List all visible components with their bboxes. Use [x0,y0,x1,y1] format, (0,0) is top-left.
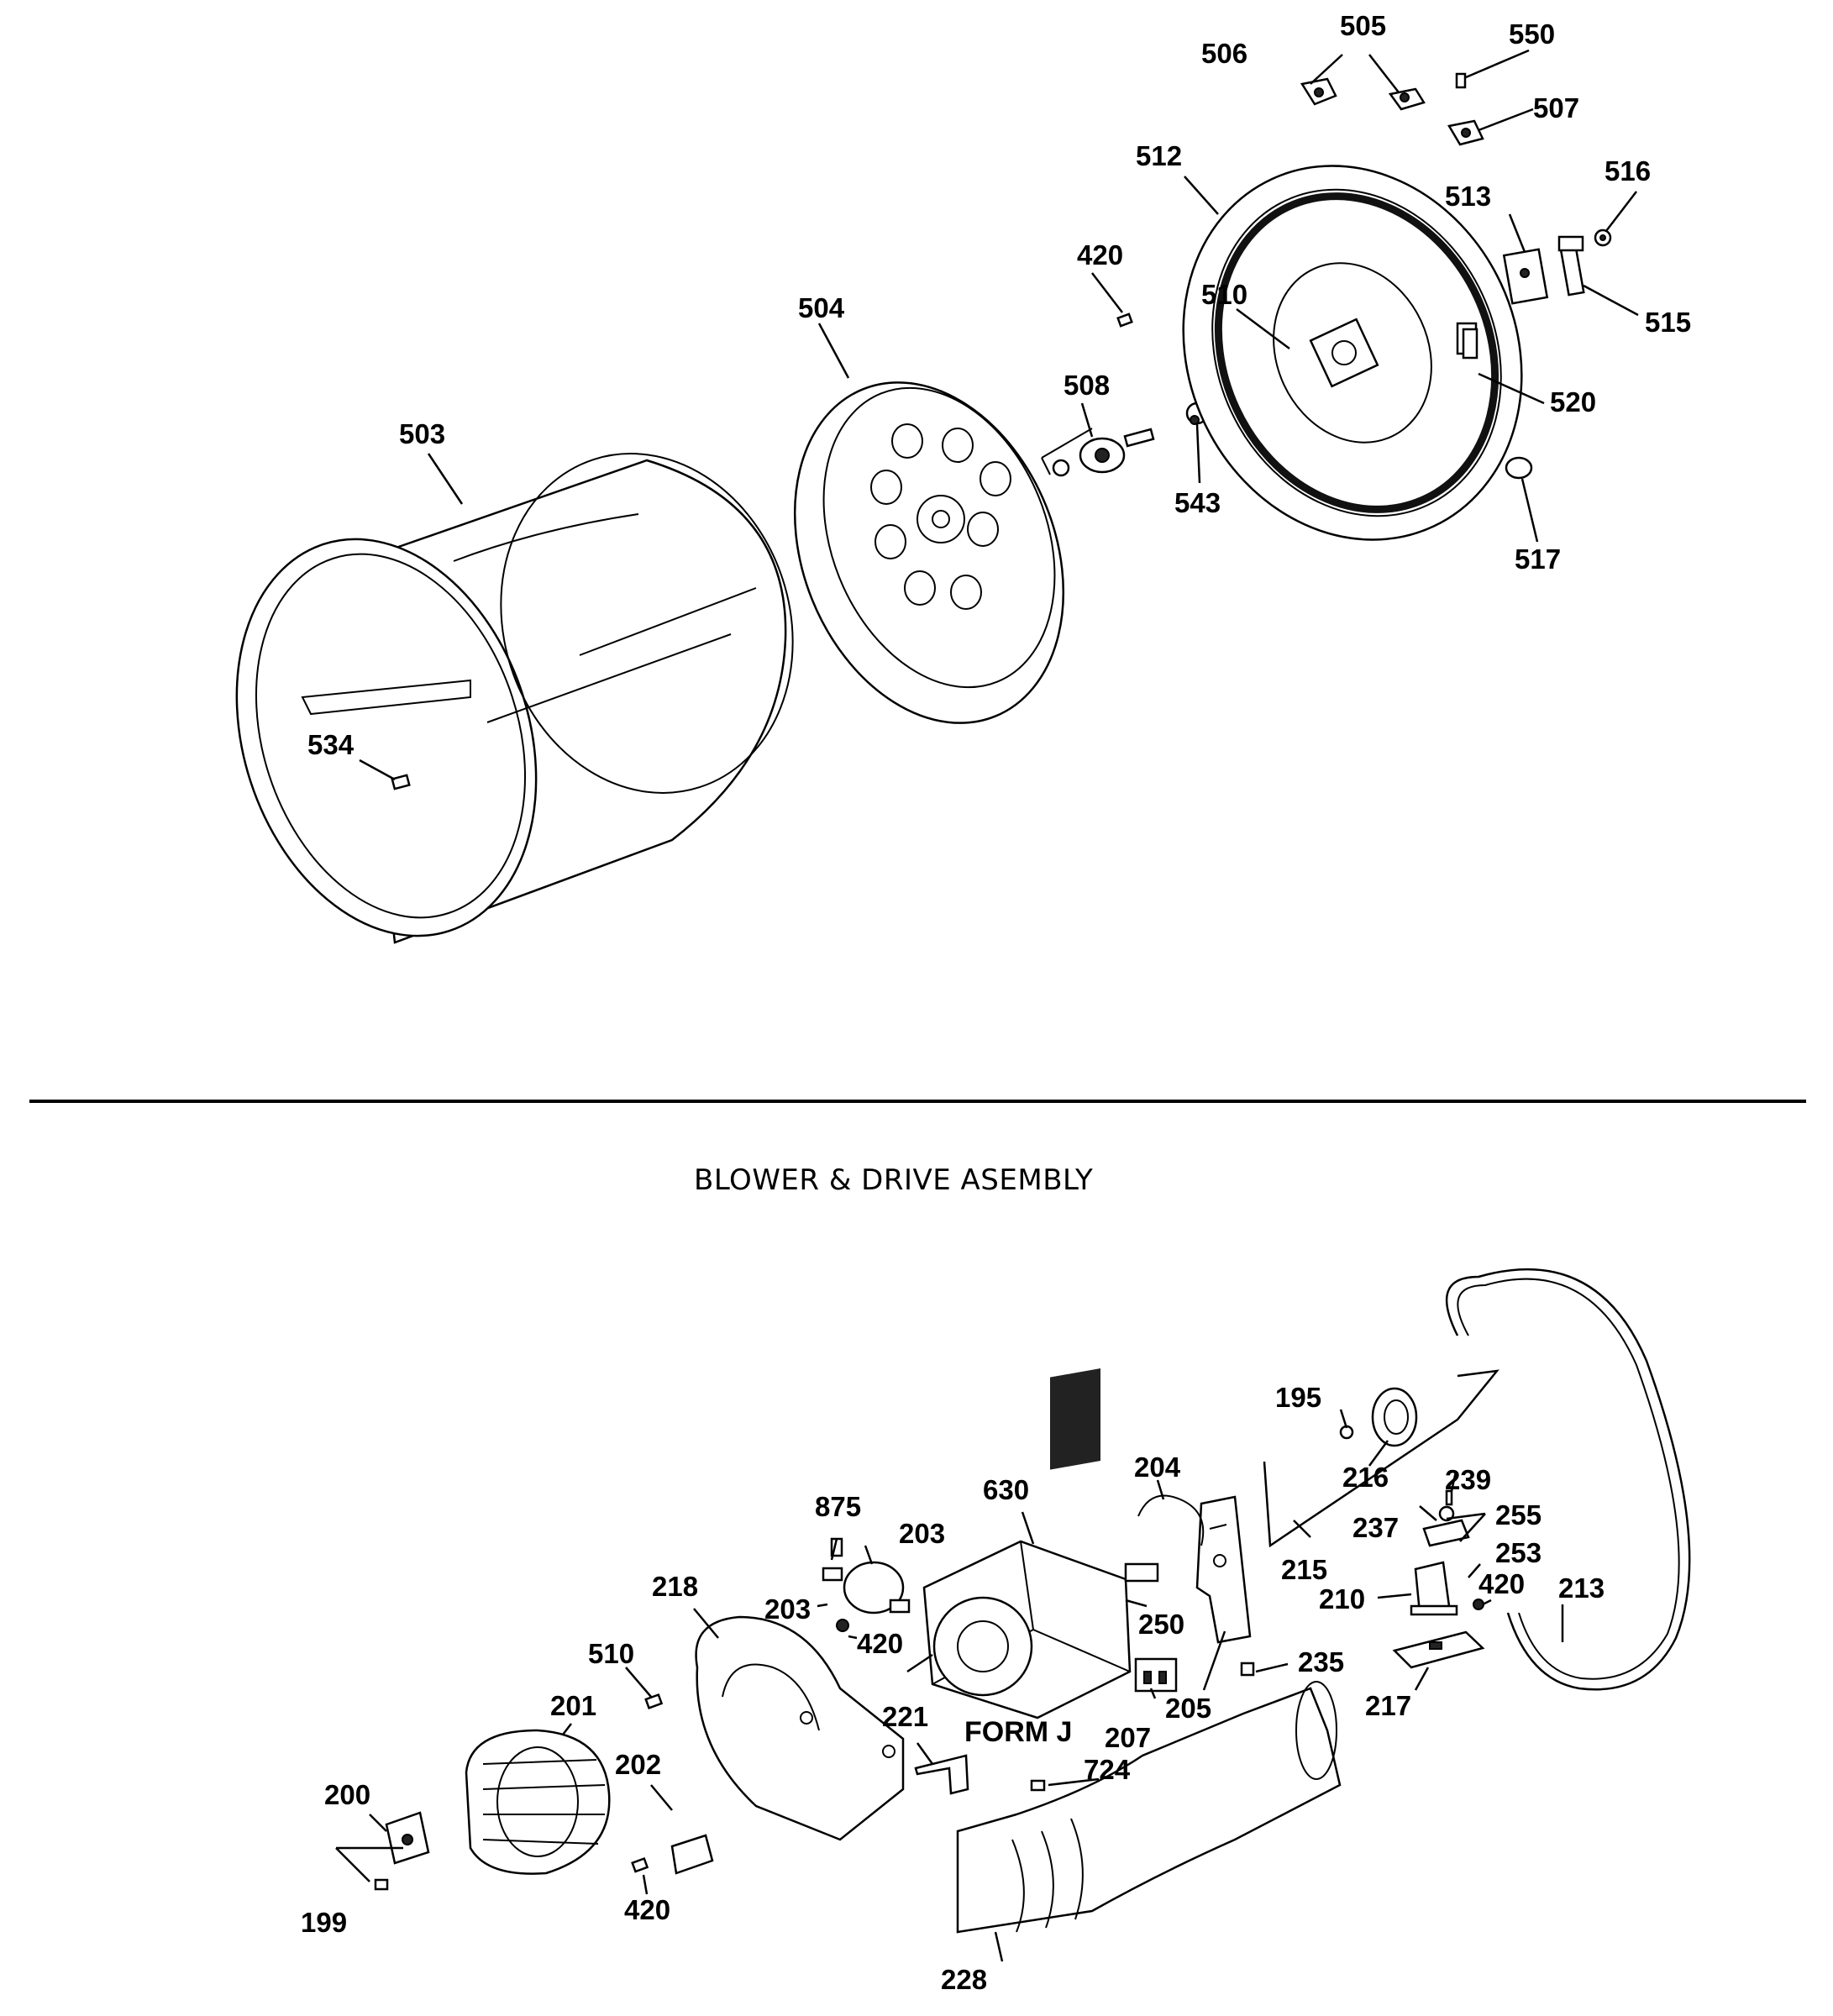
callout-630: 630 [983,1474,1029,1505]
form-label: FORM J [964,1716,1072,1748]
callout-520: 520 [1550,386,1596,417]
callout-517: 517 [1515,543,1561,575]
part-200-bracket [385,1811,430,1865]
part-216-pulley [1371,1387,1418,1447]
part-504-drum-rear [793,381,1065,724]
callout-550: 550 [1509,18,1555,50]
callout-203-upper: 203 [899,1518,945,1549]
part-201-blower-wheel [465,1729,611,1875]
callout-875: 875 [815,1491,861,1522]
callout-420-mid: 420 [857,1628,903,1659]
part-550-screw [1455,72,1467,89]
callout-207: 207 [1105,1722,1151,1753]
callout-534: 534 [307,729,355,760]
callout-204: 204 [1134,1452,1181,1483]
callout-516: 516 [1605,155,1651,186]
part-202-bracket [670,1834,714,1875]
callout-228: 228 [941,1964,987,1995]
callout-543: 543 [1174,487,1221,518]
part-512-rear-panel [1182,165,1523,541]
part-420-screw-right [1473,1599,1484,1610]
callout-420-right: 420 [1478,1568,1525,1599]
callout-420-top: 420 [1077,239,1123,270]
part-204-clamp [1137,1494,1205,1546]
part-420-screw-mid [836,1619,849,1632]
section-title: BLOWER & DRIVE ASEMBLY [694,1163,1093,1197]
callout-508: 508 [1064,370,1110,401]
part-520-slide [1462,328,1478,360]
drum-assembly: 503 504 508 420 543 512 510 506 505 550 … [235,10,1691,944]
callout-202: 202 [615,1749,661,1780]
part-516-nut [1594,228,1612,247]
callout-506: 506 [1201,38,1247,69]
callout-512: 512 [1136,140,1182,171]
part-213-belt [1445,1268,1691,1691]
callout-205: 205 [1165,1693,1211,1724]
callout-504: 504 [798,292,845,323]
part-218-blower-housing [695,1615,905,1841]
part-235-screw [1240,1662,1255,1677]
part-203-motor-clips [822,1561,911,1614]
callout-510-bottom: 510 [588,1638,634,1669]
part-207-switch [1134,1657,1178,1693]
callout-510-top: 510 [1201,279,1247,310]
part-510-screw [644,1693,664,1709]
callout-420-low: 420 [624,1894,670,1925]
leader-lines-bottom [335,1409,1564,1962]
callout-515: 515 [1645,307,1691,338]
part-420-screw [1116,312,1133,328]
callout-213: 213 [1558,1572,1605,1604]
callout-513: 513 [1445,181,1491,212]
callout-195: 195 [1275,1382,1321,1413]
part-195-washer [1339,1425,1354,1440]
part-630-motor [906,1368,1159,1719]
callout-216: 216 [1342,1462,1389,1493]
part-420-screw-low [631,1856,649,1873]
callout-235: 235 [1298,1646,1344,1677]
callout-199: 199 [301,1907,347,1938]
callout-253: 253 [1495,1537,1542,1568]
part-515-clip [1557,235,1585,297]
callout-217: 217 [1365,1690,1411,1721]
callout-215: 215 [1281,1554,1327,1585]
blower-drive-assembly: 195 216 239 255 237 253 420 213 210 215 … [301,1268,1691,1995]
callout-218: 218 [652,1571,698,1602]
part-508-bearing [1041,402,1209,477]
callout-505: 505 [1340,10,1386,41]
callout-507: 507 [1533,92,1579,123]
callout-237: 237 [1352,1512,1399,1543]
part-215-idler-arm [1263,1369,1499,1548]
part-505-clip [1388,87,1426,111]
leader-lines-top [359,49,1639,781]
part-228-exhaust-duct [956,1681,1342,1934]
part-205-motor-mount [1195,1495,1252,1644]
part-199-screw [374,1878,389,1891]
callout-503: 503 [399,418,445,449]
callout-201: 201 [550,1690,596,1721]
part-217-plate [1392,1630,1485,1669]
callout-250: 250 [1138,1609,1184,1640]
part-517-roller [1505,456,1533,480]
callout-203-lower: 203 [764,1593,811,1625]
part-506-clip [1300,77,1337,106]
callout-255: 255 [1495,1499,1542,1530]
callout-210: 210 [1319,1583,1365,1614]
part-210-bracket [1410,1561,1458,1616]
part-513-bracket [1502,248,1549,305]
part-237-bracket [1422,1489,1470,1547]
callout-200: 200 [324,1779,370,1810]
part-503-drum [235,453,794,944]
callout-221: 221 [882,1701,928,1732]
part-507-clip [1447,119,1484,146]
part-221-label [914,1754,969,1795]
callout-239: 239 [1445,1464,1491,1495]
part-724-screw [1030,1779,1046,1792]
callout-724: 724 [1084,1754,1131,1785]
part-534-screw [391,774,411,790]
